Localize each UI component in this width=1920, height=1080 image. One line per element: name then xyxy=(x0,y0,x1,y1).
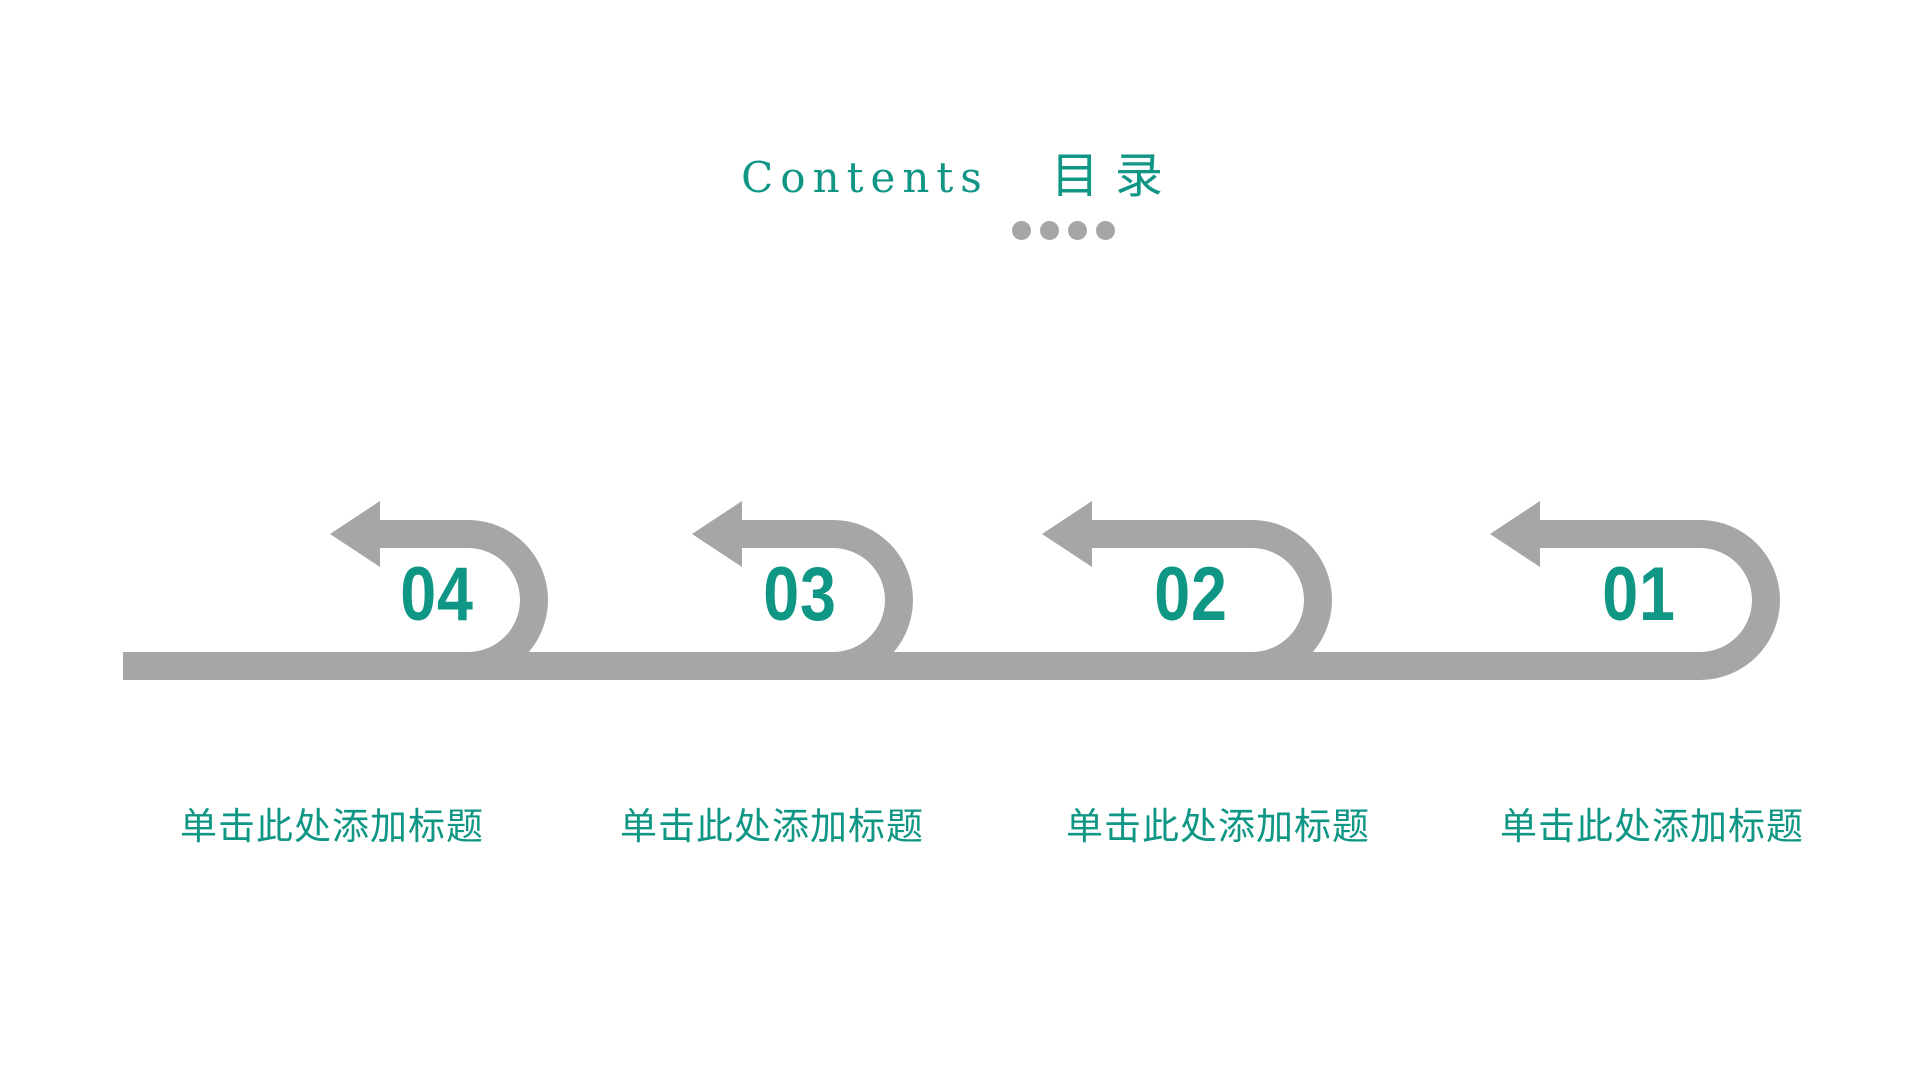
title-english: Contents xyxy=(741,153,989,202)
step-caption-placeholder[interactable]: 单击此处添加标题 xyxy=(1500,805,1804,848)
step-number: 03 xyxy=(763,552,837,637)
baseline-bar xyxy=(123,652,1700,680)
step-caption-placeholder[interactable]: 单击此处添加标题 xyxy=(620,805,924,848)
step-caption-placeholder[interactable]: 单击此处添加标题 xyxy=(180,805,484,848)
step-caption-placeholder[interactable]: 单击此处添加标题 xyxy=(1066,805,1370,848)
dot-icon xyxy=(1096,221,1115,240)
u-turn-arrow-icon xyxy=(330,501,548,680)
step-number: 01 xyxy=(1602,552,1676,637)
step-number: 02 xyxy=(1154,552,1228,637)
dot-icon xyxy=(1068,221,1087,240)
step-number: 04 xyxy=(400,552,474,637)
title-chinese: 目录 xyxy=(1050,148,1179,204)
dot-icon xyxy=(1012,221,1031,240)
title-dots-decoration xyxy=(1012,221,1115,240)
u-turn-arrow-icon xyxy=(1490,501,1780,680)
u-turn-arrow-icon xyxy=(692,501,913,680)
dot-icon xyxy=(1040,221,1059,240)
u-turn-arrow-icon xyxy=(1042,501,1332,680)
slide-title: Contents 目录 xyxy=(0,136,1920,206)
